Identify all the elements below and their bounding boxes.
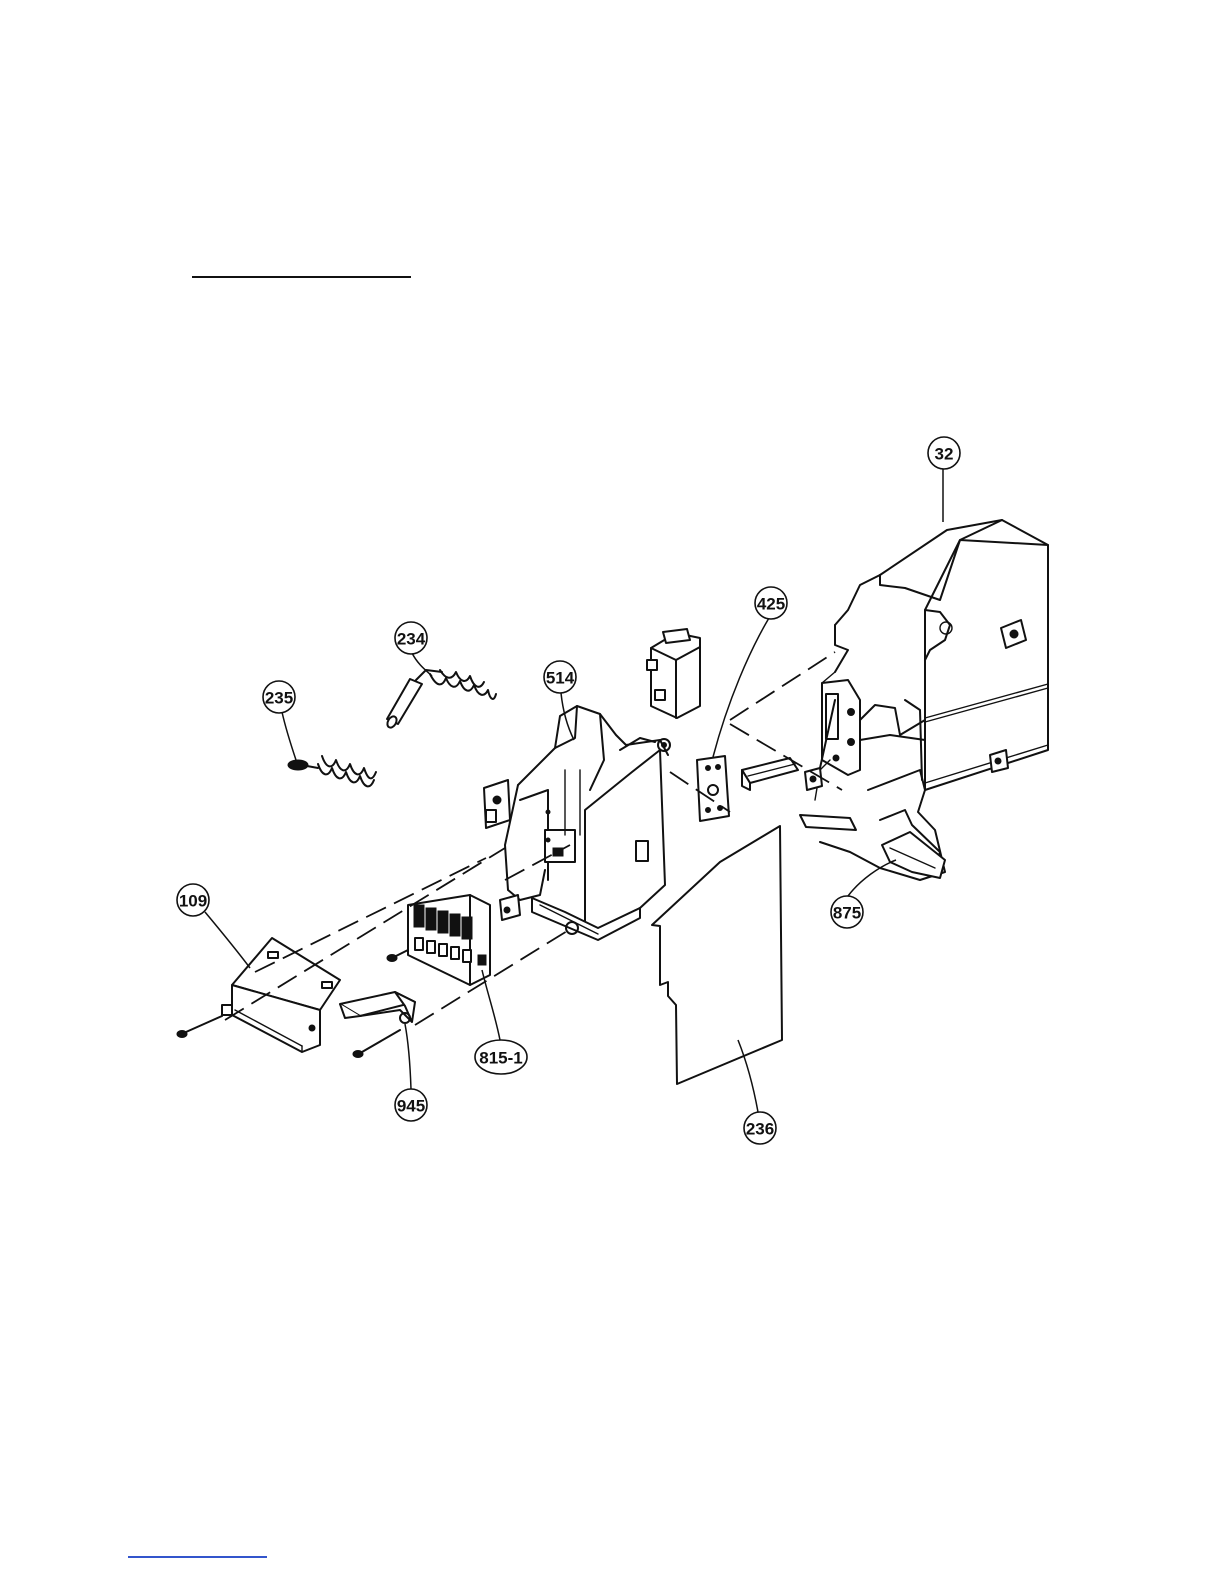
- svg-text:234: 234: [397, 630, 426, 649]
- part-32-housing: [800, 520, 1048, 880]
- part-109-cover: [177, 938, 340, 1052]
- svg-text:425: 425: [757, 595, 785, 614]
- callout-425: 425: [713, 587, 787, 757]
- svg-text:875: 875: [833, 904, 861, 923]
- svg-text:514: 514: [546, 669, 575, 688]
- svg-text:945: 945: [397, 1097, 425, 1116]
- callout-32: 32: [928, 437, 960, 522]
- svg-text:109: 109: [179, 892, 207, 911]
- part-514-bracket: [484, 706, 670, 940]
- svg-text:236: 236: [746, 1120, 774, 1139]
- part-815-1-terminal-block: [387, 895, 490, 985]
- svg-text:815-1: 815-1: [479, 1049, 522, 1068]
- callout-815-1: 815-1: [475, 970, 527, 1074]
- footer-link-rule[interactable]: [128, 1556, 267, 1558]
- part-425-plate: [697, 756, 729, 821]
- part-234-sensor: [386, 670, 496, 729]
- part-236-panel: [652, 826, 782, 1084]
- callout-514: 514: [544, 661, 576, 740]
- part-235-thermistor: [288, 756, 376, 786]
- svg-text:235: 235: [265, 689, 293, 708]
- part-945-clamp: [340, 992, 415, 1058]
- callout-235: 235: [263, 681, 296, 760]
- callout-109: 109: [177, 884, 250, 968]
- relay-block: [647, 629, 700, 718]
- bracket-strip: [742, 758, 798, 790]
- callout-945: 945: [395, 1024, 427, 1121]
- callout-236: 236: [738, 1040, 776, 1144]
- svg-text:32: 32: [935, 445, 954, 464]
- callout-234: 234: [395, 622, 432, 676]
